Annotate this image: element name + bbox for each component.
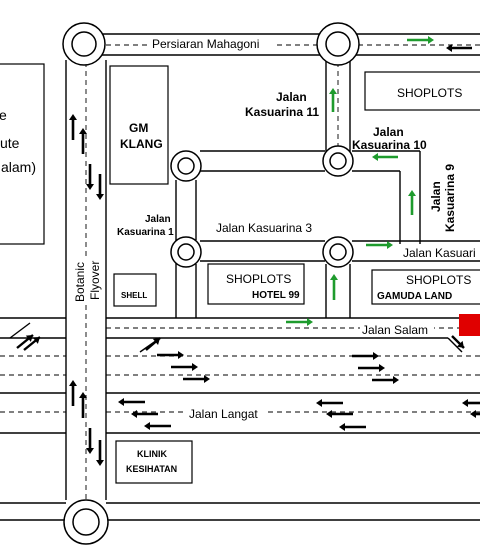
svg-text:GAMUDA LAND: GAMUDA LAND — [377, 291, 452, 302]
svg-text:KLINIK: KLINIK — [137, 449, 167, 459]
svg-text:ute: ute — [0, 135, 20, 151]
black-arrow-langat-e2 — [171, 363, 198, 371]
label-kasuarina-3: Jalan Kasuarina 3 — [216, 221, 312, 235]
green-arrow-kasuarina-10 — [372, 153, 398, 161]
roundabout-kasuarina-3-east — [322, 236, 354, 268]
label-kasuarina-9-a: Jalan — [429, 181, 443, 212]
black-arrow-langat-e6 — [372, 376, 399, 384]
traffic-arrows — [16, 36, 480, 466]
black-arrow-langat-w2 — [131, 410, 158, 418]
svg-text:SHOPLOTS: SHOPLOTS — [226, 272, 291, 286]
black-arrow-flyover-up-3 — [69, 380, 77, 406]
svg-text:KLANG: KLANG — [120, 137, 163, 151]
label-flyover: Flyover — [88, 261, 102, 300]
label-kasuarina-11-b: Kasuarina 11 — [245, 105, 319, 119]
black-arrow-slip-1 — [16, 334, 34, 349]
jalan-kasuarina-10-road — [200, 150, 421, 244]
black-arrow-slip-4 — [451, 335, 465, 349]
black-arrow-langat-e4 — [352, 352, 379, 360]
shoplots-gamuda-building: SHOPLOTS GAMUDA LAND — [371, 269, 480, 305]
jalan-kasuarina-11-road — [325, 60, 351, 152]
black-arrow-flyover-down-3 — [86, 428, 94, 454]
svg-text:e: e — [0, 107, 7, 123]
link-road — [325, 264, 351, 318]
label-kasuarina-9-b: Kasuarina 9 — [443, 164, 457, 232]
svg-text:SHELL: SHELL — [121, 291, 147, 300]
black-arrow-langat-w8 — [470, 410, 480, 418]
label-kasuarina-10-b: Kasuarina 10 — [352, 138, 427, 152]
green-arrow-kasuarina-9 — [408, 190, 416, 215]
green-arrow-kasuarina-11 — [329, 88, 337, 112]
roundabout-kasuarina-3-west — [170, 236, 202, 268]
black-arrow-langat-w5 — [326, 410, 353, 418]
roundabout-top-left — [62, 22, 106, 66]
label-kasuarina-1-b: Kasuarina 1 — [117, 227, 174, 238]
black-arrow-langat-w6 — [339, 423, 366, 431]
svg-text:SHOPLOTS: SHOPLOTS — [406, 273, 471, 287]
svg-text:SHOPLOTS: SHOPLOTS — [397, 86, 462, 100]
gm-klang-building: GM KLANG — [109, 65, 169, 185]
black-arrow-langat-e1 — [157, 351, 184, 359]
persiaran-mahagoni-road — [84, 33, 480, 56]
black-arrow-flyover-down-2 — [96, 174, 104, 200]
green-arrow-jalan-salam — [286, 318, 313, 326]
svg-text:GM: GM — [129, 121, 148, 135]
label-botanic: Botanic — [73, 262, 87, 302]
svg-text:KESIHATAN: KESIHATAN — [126, 464, 177, 474]
black-arrow-mahagoni — [446, 44, 472, 52]
roundabout-bottom — [63, 499, 109, 545]
jalan-kasuarina-3-road — [200, 240, 480, 262]
svg-text:HOTEL 99: HOTEL 99 — [252, 290, 300, 301]
black-arrow-langat-e5 — [358, 364, 385, 372]
black-arrow-langat-e3 — [183, 375, 210, 383]
shell-station: SHELL — [113, 273, 157, 307]
black-arrow-flyover-up-4 — [79, 392, 87, 418]
bottom-road — [0, 502, 480, 521]
green-arrow-kasuarina-3 — [366, 241, 393, 249]
black-arrow-langat-w3 — [144, 422, 171, 430]
roundabout-kasuarina-10-east — [322, 145, 354, 177]
black-arrow-flyover-up-2 — [79, 128, 87, 154]
destination-marker — [459, 314, 480, 336]
black-arrow-flyover-down-1 — [86, 164, 94, 190]
label-jalan-langat: Jalan Langat — [189, 407, 258, 421]
roundabout-top-right — [316, 22, 360, 66]
label-kasuarina-10-a: Jalan — [373, 125, 404, 139]
label-kasuarina-1-a: Jalan — [145, 214, 171, 225]
shoplots-top-building: SHOPLOTS — [364, 71, 480, 111]
jalan-salam-road — [0, 317, 460, 329]
black-arrow-langat-w7 — [462, 399, 480, 407]
roundabout-kasuarina-10-west — [170, 150, 202, 182]
label-kasuari-cut: Jalan Kasuari — [403, 246, 476, 260]
black-arrow-langat-w1 — [118, 398, 145, 406]
black-arrow-slip-2 — [23, 336, 41, 351]
shoplots-hotel-building: SHOPLOTS HOTEL 99 — [207, 263, 305, 305]
green-arrow-mahagoni — [407, 36, 434, 44]
label-persiaran-mahagoni: Persiaran Mahagoni — [152, 37, 259, 51]
black-arrow-slip-3 — [145, 337, 161, 351]
label-kasuarina-11-a: Jalan — [276, 90, 307, 104]
klinik-kesihatan-building: KLINIK KESIHATAN — [115, 440, 193, 484]
label-jalan-salam: Jalan Salam — [362, 323, 428, 337]
black-arrow-langat-w4 — [316, 399, 343, 407]
institute-building: e ute alam) — [0, 63, 45, 245]
green-arrow-link — [330, 274, 338, 300]
svg-text:alam): alam) — [1, 159, 36, 175]
jalan-langat-road — [0, 322, 480, 434]
black-arrow-flyover-down-4 — [96, 440, 104, 466]
black-arrow-flyover-up-1 — [69, 114, 77, 140]
